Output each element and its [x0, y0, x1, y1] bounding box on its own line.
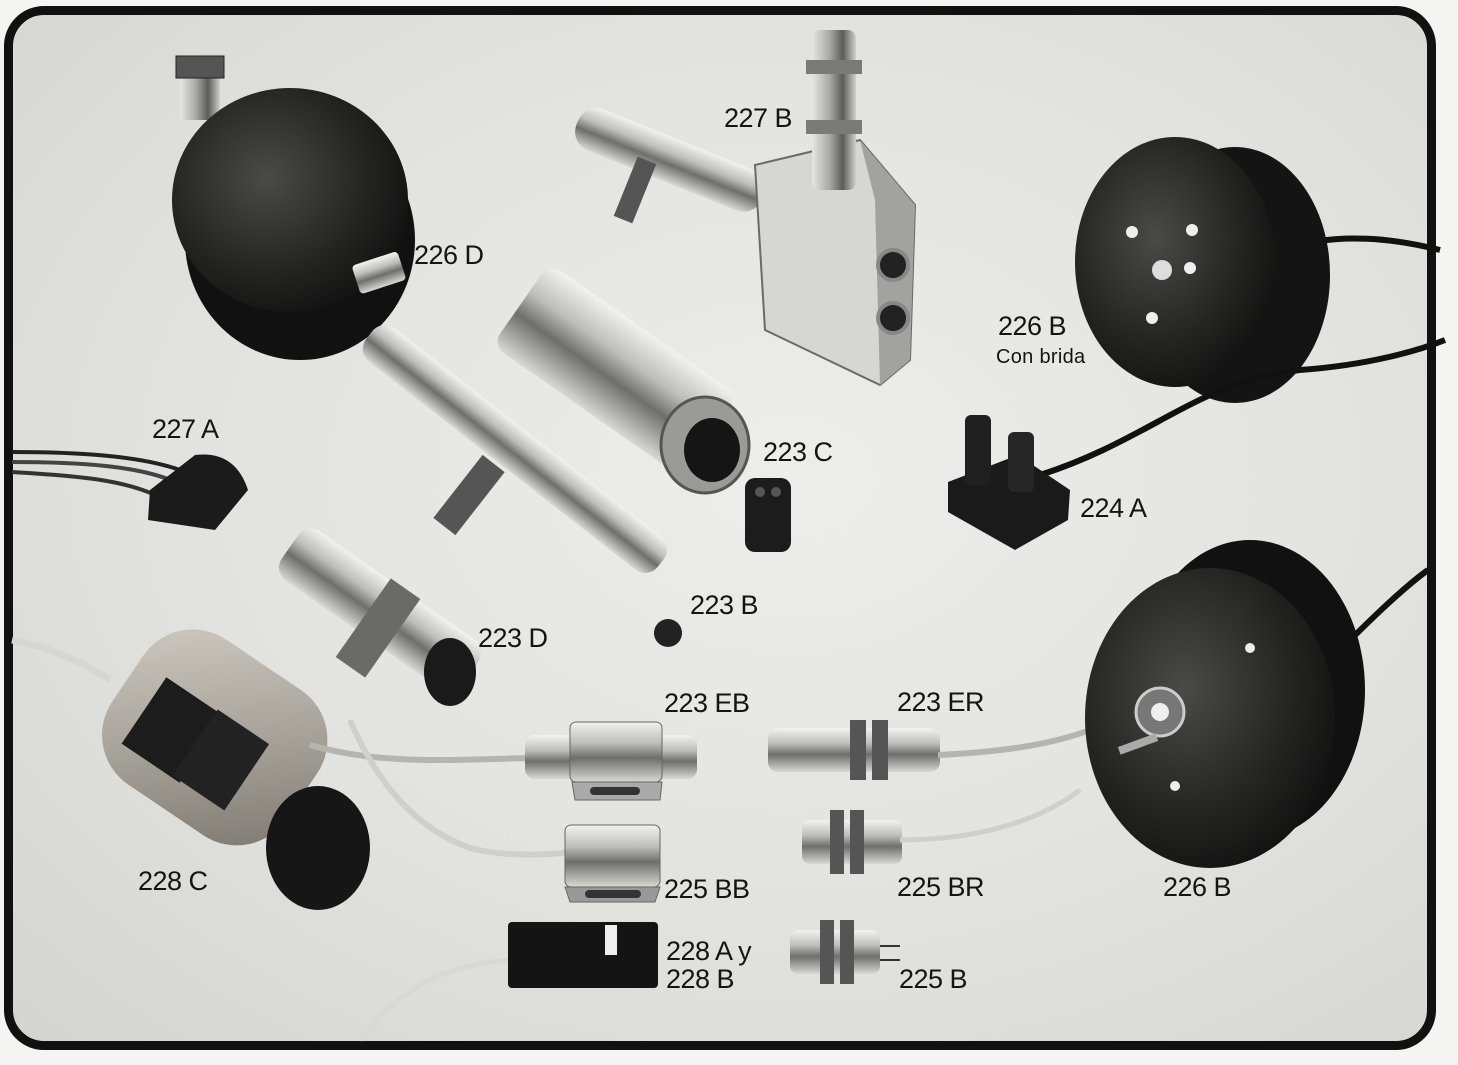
label-223b: 223 B [690, 590, 759, 620]
product-225br [802, 787, 1082, 874]
product-226d [172, 55, 415, 360]
product-225b [790, 920, 900, 984]
label-con-brida: Con brida [996, 346, 1086, 368]
label-225br: 225 BR [897, 872, 985, 902]
label-223eb: 223 EB [664, 688, 750, 718]
product-226b-flanged [1075, 137, 1441, 403]
label-227a: 227 A [152, 414, 219, 444]
label-225b: 225 B [899, 964, 968, 994]
label-227b: 227 B [724, 103, 793, 133]
product-224a [948, 415, 1070, 550]
label-226b-top: 226 B [998, 311, 1067, 341]
label-223d: 223 D [478, 623, 548, 653]
product-223eb [525, 721, 697, 801]
label-223er: 223 ER [897, 687, 985, 717]
product-223d [278, 528, 482, 706]
label-224a: 224 A [1080, 493, 1147, 523]
product-225bb [564, 824, 661, 903]
product-227a [11, 450, 248, 530]
label-228a-y: 228 A y [666, 936, 752, 966]
product-227b [575, 30, 917, 387]
product-228c [11, 629, 370, 910]
label-228c: 228 C [138, 866, 208, 896]
product-228a-228b [508, 922, 658, 988]
label-228b: 228 B [666, 964, 735, 994]
label-223c: 223 C [763, 437, 833, 467]
product-223c [497, 268, 791, 552]
label-226b-bottom: 226 B [1163, 872, 1232, 902]
label-225bb: 225 BB [664, 874, 750, 904]
label-226d: 226 D [414, 240, 484, 270]
product-226b [1085, 540, 1430, 868]
product-223b [362, 325, 682, 647]
product-223er [768, 720, 1092, 780]
